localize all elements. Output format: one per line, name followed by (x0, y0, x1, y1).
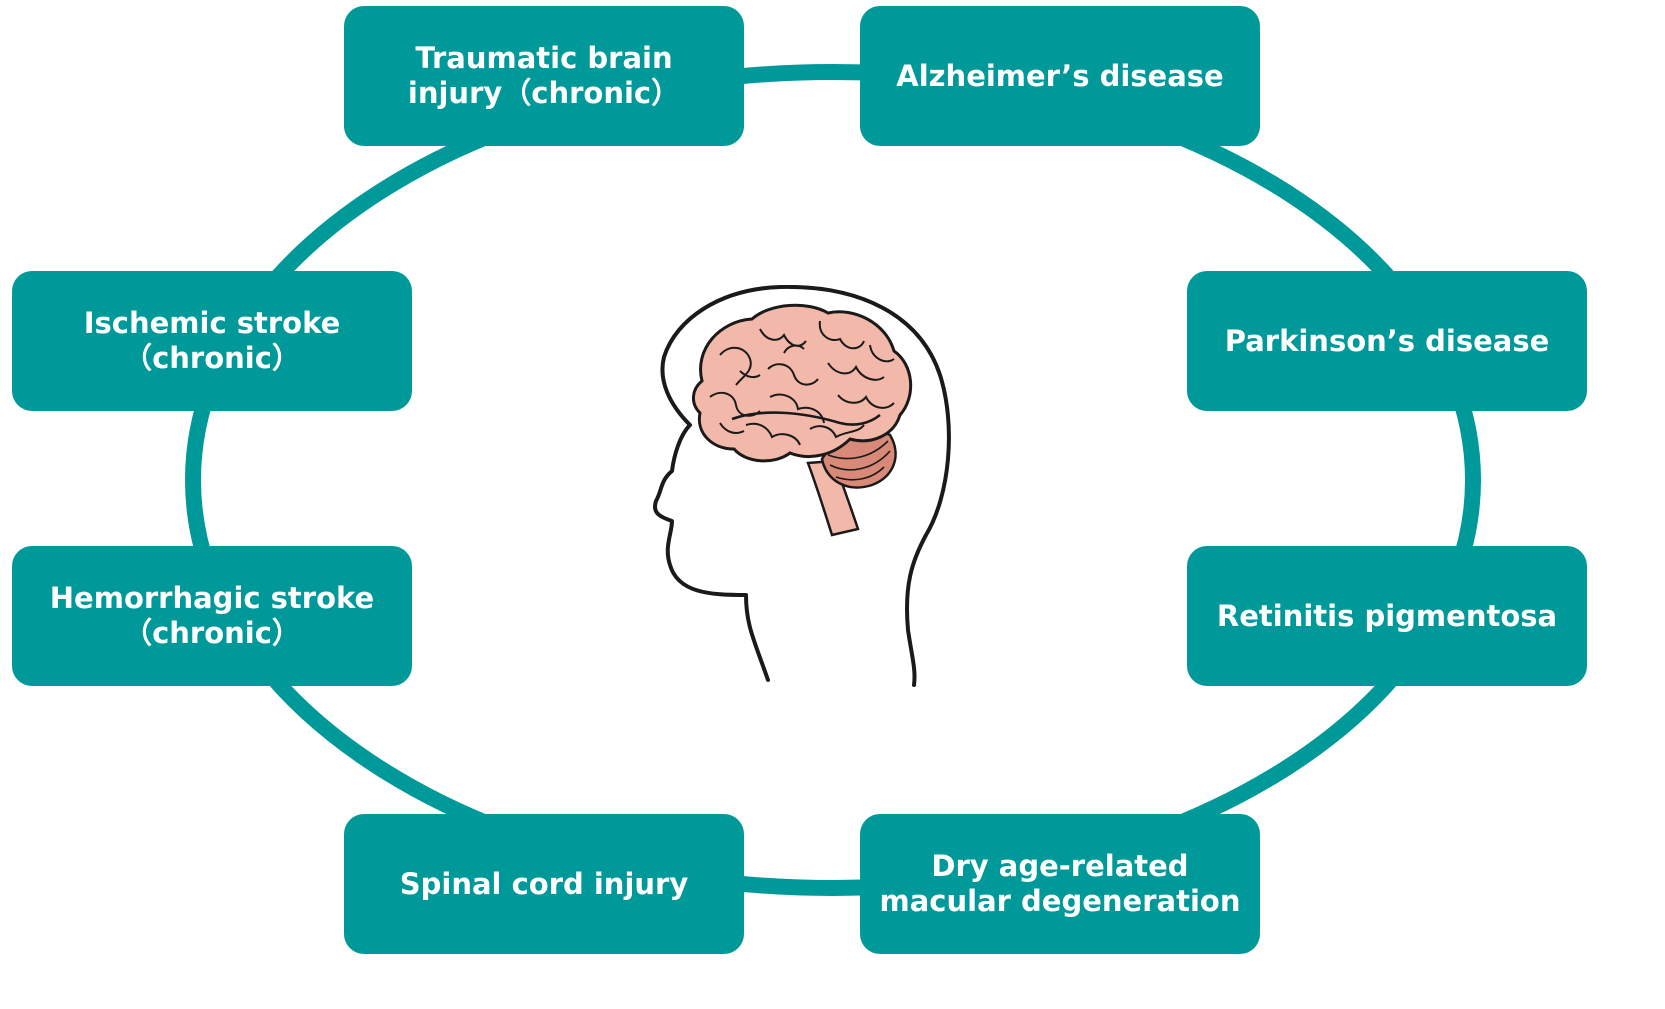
node-spinal-cord-injury: Spinal cord injury (344, 814, 744, 954)
node-retinitis-pigmentosa: Retinitis pigmentosa (1187, 546, 1587, 686)
node-ischemic-stroke: Ischemic stroke （chronic） (12, 271, 412, 411)
node-hemorrhagic-stroke: Hemorrhagic stroke （chronic） (12, 546, 412, 686)
node-alzheimers-disease: Alzheimer’s disease (860, 6, 1260, 146)
node-dry-amd: Dry age-related macular degeneration (860, 814, 1260, 954)
node-parkinsons-disease: Parkinson’s disease (1187, 271, 1587, 411)
node-traumatic-brain-injury: Traumatic brain injury（chronic） (344, 6, 744, 146)
head-with-brain-icon (650, 285, 990, 705)
